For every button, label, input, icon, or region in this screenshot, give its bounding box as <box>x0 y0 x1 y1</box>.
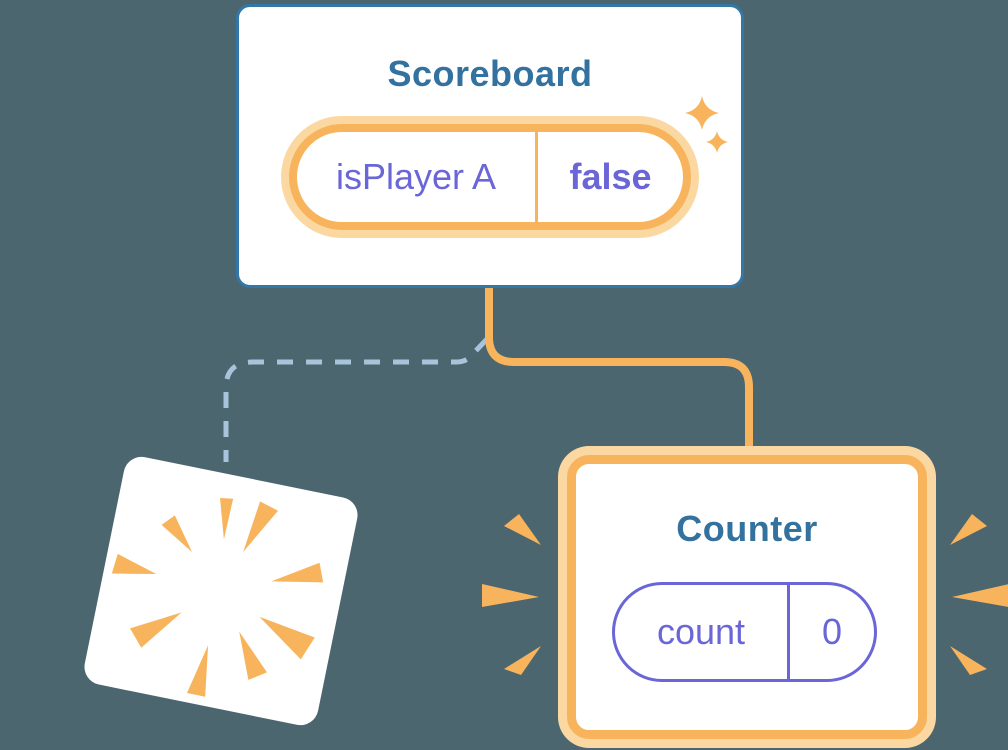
counter-component-box: Counter count 0 <box>567 455 927 739</box>
scoreboard-title: Scoreboard <box>387 53 593 94</box>
dashed-connector-line <box>223 337 489 462</box>
counter-state-key: count <box>656 611 746 652</box>
counter-state-value: 0 <box>787 585 874 679</box>
scoreboard-state-value: false <box>535 132 683 222</box>
scoreboard-state-pill: isPlayer A false <box>289 124 691 230</box>
scoreboard-state-key: isPlayer A <box>335 156 497 197</box>
counter-state-pill: count 0 <box>612 582 877 682</box>
solid-connector-line <box>485 286 753 455</box>
emphasis-lines-icon <box>482 514 1008 675</box>
scoreboard-component-box: Scoreboard isPlayer A false <box>236 4 744 288</box>
burst-rays-icon <box>111 497 324 697</box>
counter-title: Counter <box>676 508 818 549</box>
destroyed-component-card <box>81 453 361 729</box>
sparkle-icon <box>685 96 728 153</box>
